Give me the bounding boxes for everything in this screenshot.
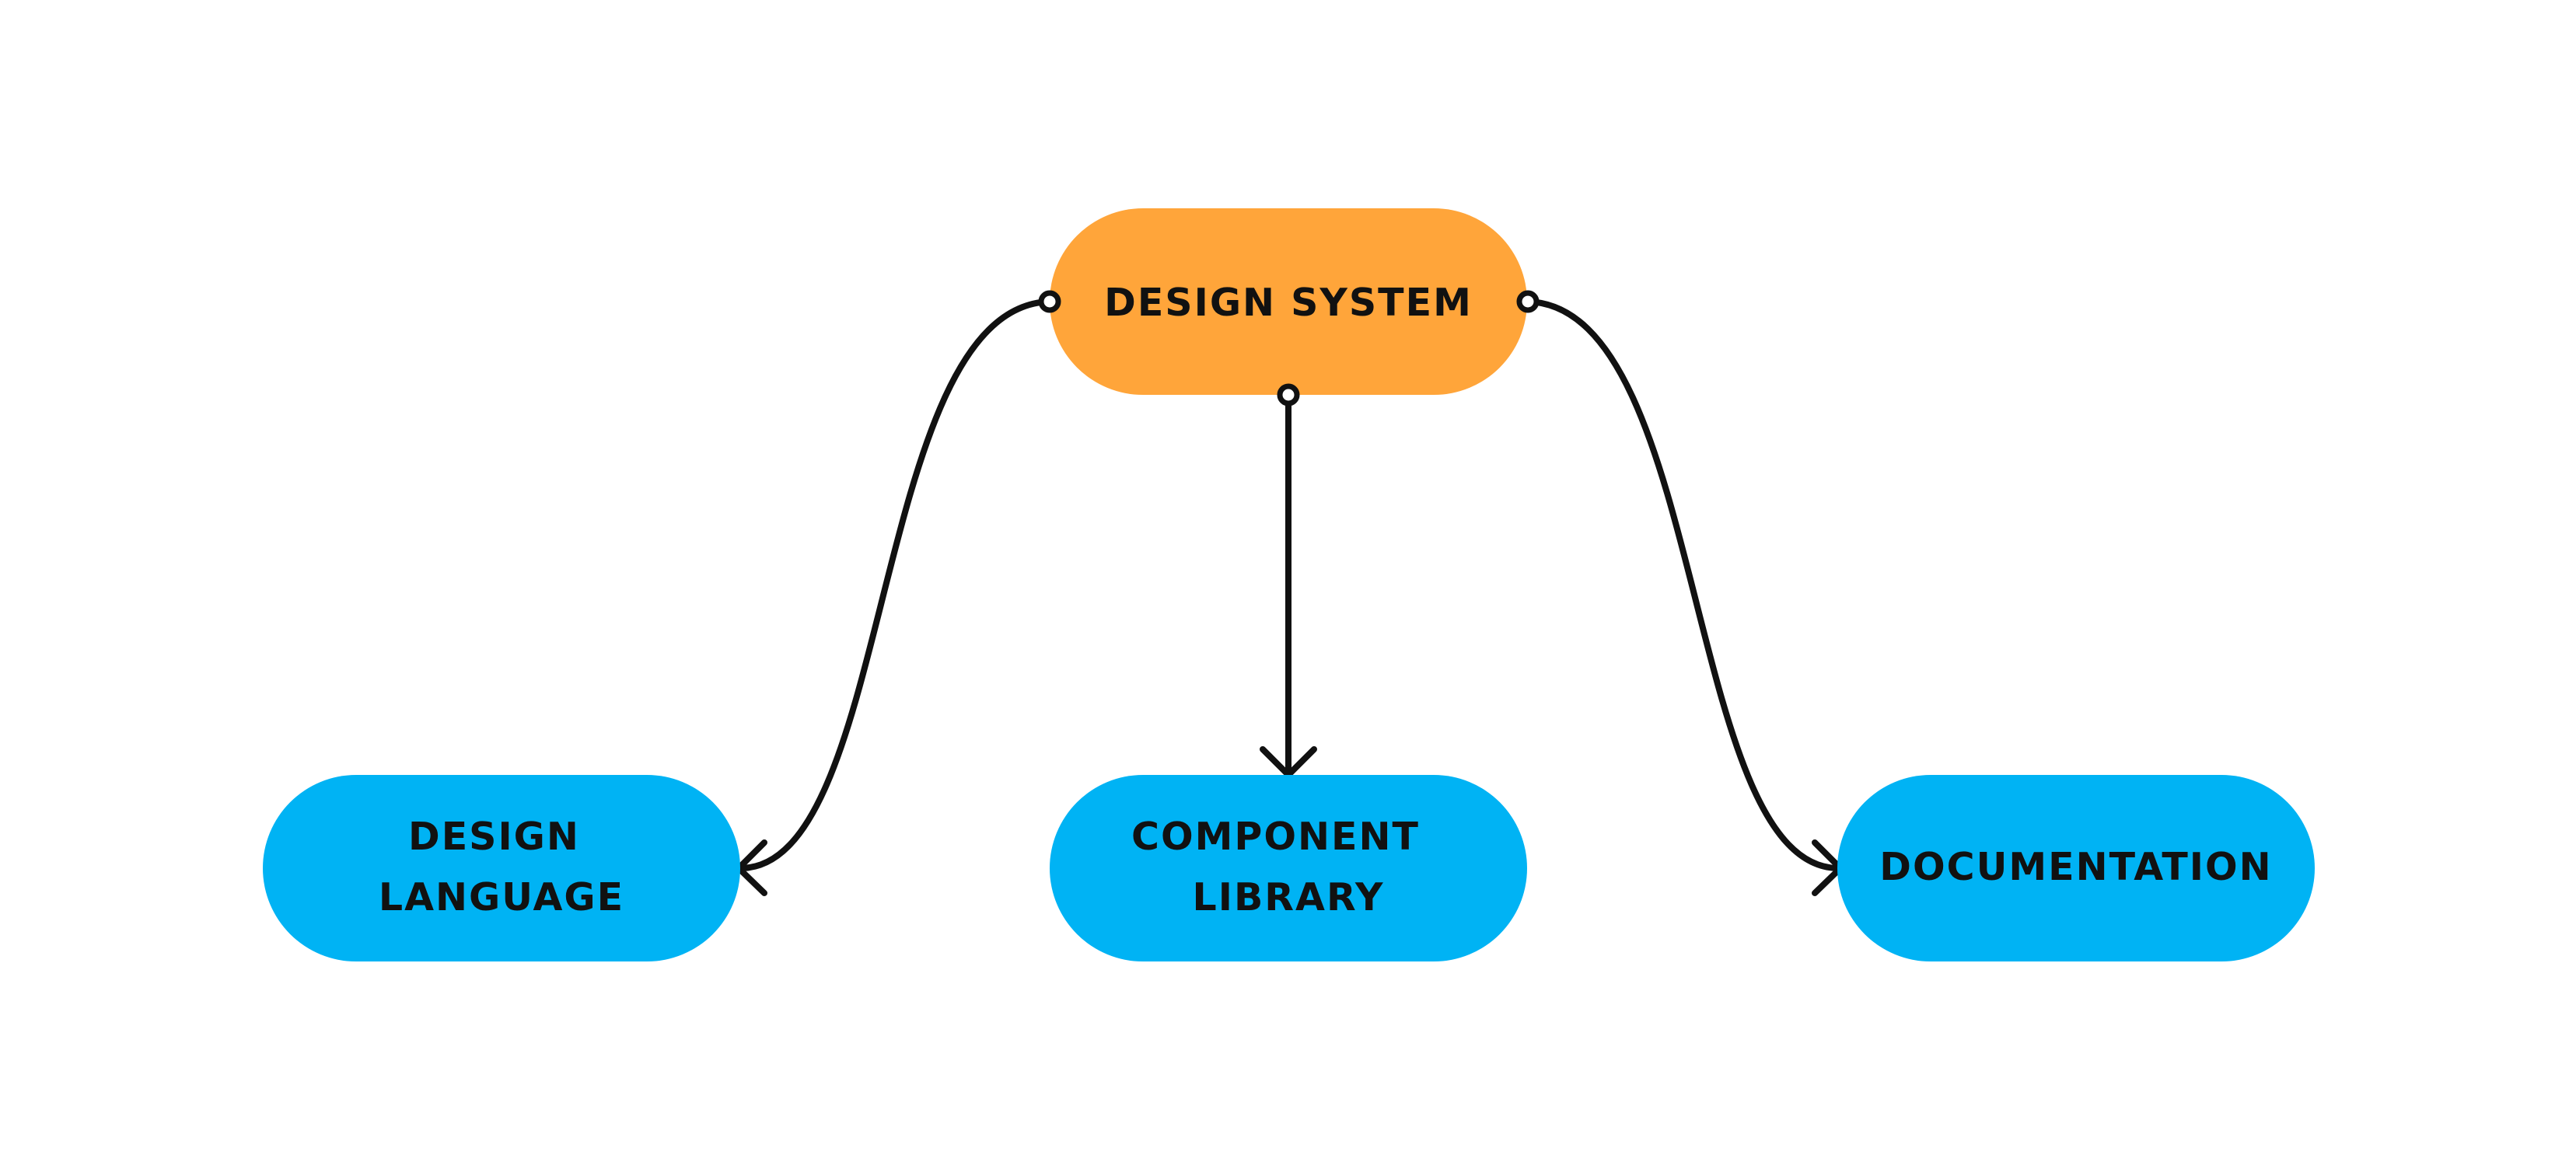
node-design-language-label: DESIGN LANGUAGE [379, 815, 624, 919]
node-documentation-label: DOCUMENTATION [1879, 845, 2272, 889]
node-component-library-shape [1050, 775, 1527, 961]
node-documentation-label-line-1: DOCUMENTATION [1879, 845, 2272, 889]
node-design-system[interactable]: DESIGN SYSTEM [1050, 208, 1527, 395]
node-component-library-label-line-1: COMPONENT [1131, 815, 1420, 859]
node-documentation[interactable]: DOCUMENTATION [1837, 775, 2315, 961]
node-design-language-label-line-1: DESIGN [408, 815, 580, 859]
node-design-language-shape [263, 775, 740, 961]
node-design-system-label-line-1: DESIGN SYSTEM [1104, 281, 1473, 325]
node-component-library-label: COMPONENT LIBRARY [1131, 815, 1435, 919]
node-component-library[interactable]: COMPONENT LIBRARY [1050, 775, 1527, 961]
port-root-left [1038, 290, 1061, 313]
node-design-language-label-line-2: LANGUAGE [379, 875, 624, 919]
ports [1038, 290, 1540, 407]
node-design-system-shape [1050, 208, 1527, 395]
node-documentation-shape [1837, 775, 2315, 961]
node-component-library-label-line-2: LIBRARY [1193, 875, 1385, 919]
edge-root-to-documentation [1525, 298, 1840, 871]
node-design-language[interactable]: DESIGN LANGUAGE [263, 775, 740, 961]
edges [739, 298, 1840, 871]
port-root-bottom [1277, 383, 1300, 407]
edge-root-to-design-language [739, 298, 1053, 871]
node-design-system-label: DESIGN SYSTEM [1104, 281, 1473, 325]
port-root-right [1516, 290, 1540, 313]
